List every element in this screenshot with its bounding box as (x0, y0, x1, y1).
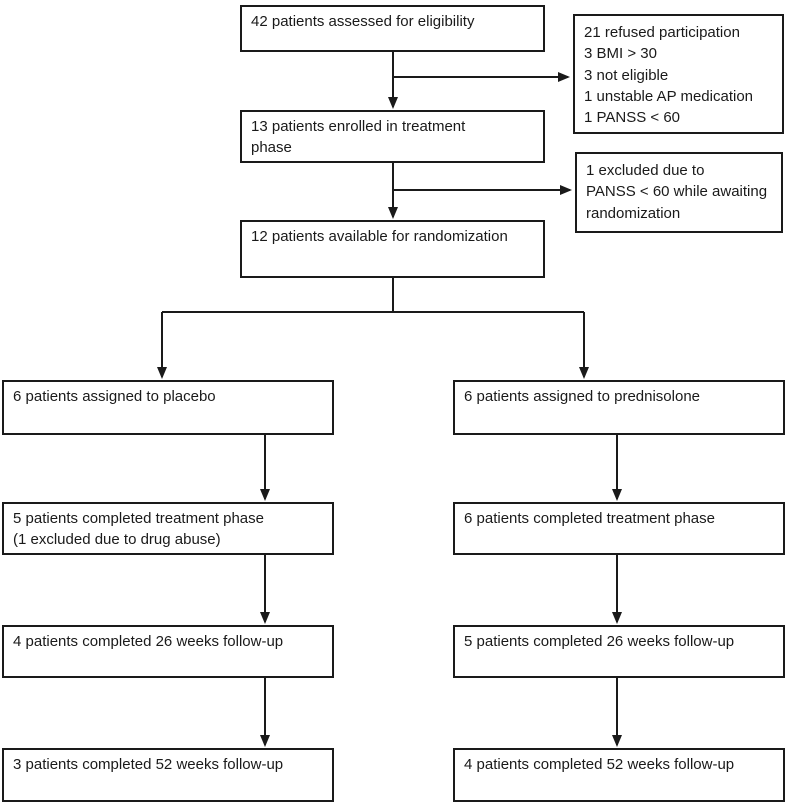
node-placebo-completed-treatment: 5 patients completed treatment phase (1 … (2, 502, 334, 555)
node-placebo-52-weeks: 3 patients completed 52 weeks follow-up (2, 748, 334, 802)
node-excluded-awaiting-randomization: 1 excluded due to PANSS < 60 while await… (575, 152, 783, 233)
node-placebo-26-weeks: 4 patients completed 26 weeks follow-up (2, 625, 334, 678)
node-prednisolone-26-weeks: 5 patients completed 26 weeks follow-up (453, 625, 785, 678)
node-prednisolone-52-weeks: 4 patients completed 52 weeks follow-up (453, 748, 785, 802)
node-screening-exclusions: 21 refused participation 3 BMI > 30 3 no… (573, 14, 784, 134)
node-placebo-assigned: 6 patients assigned to placebo (2, 380, 334, 435)
node-assessed-for-eligibility: 42 patients assessed for eligibility (240, 5, 545, 52)
node-available-for-randomization: 12 patients available for randomization (240, 220, 545, 278)
node-prednisolone-completed-treatment: 6 patients completed treatment phase (453, 502, 785, 555)
node-prednisolone-assigned: 6 patients assigned to prednisolone (453, 380, 785, 435)
node-enrolled-treatment-phase: 13 patients enrolled in treatment phase (240, 110, 545, 163)
